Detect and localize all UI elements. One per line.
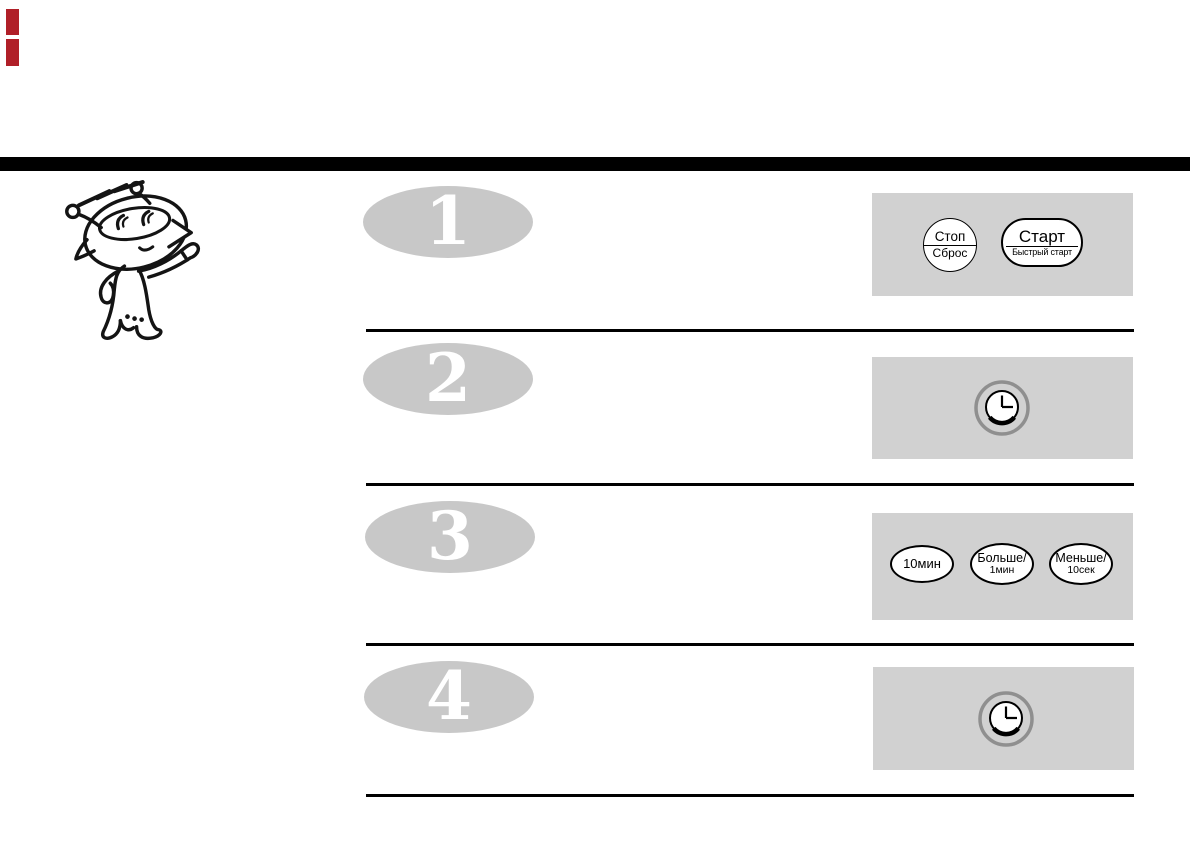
step-4-number: 4 — [364, 661, 534, 733]
corner-scan-mark — [6, 9, 19, 35]
clock-ring-icon — [974, 380, 1030, 436]
more-label: Больше/ — [977, 550, 1027, 565]
step-2-panel — [872, 357, 1133, 459]
start-quick-start-button[interactable]: Старт Быстрый старт — [1001, 218, 1083, 267]
clock-button[interactable] — [971, 377, 1033, 439]
clock-ring-icon — [978, 691, 1034, 747]
one-min-label: 1мин — [989, 564, 1015, 577]
step-1-panel: Стоп Сброс Старт Быстрый старт — [872, 193, 1133, 296]
step-1-number: 1 — [363, 186, 533, 258]
stop-clear-button[interactable]: Стоп Сброс — [923, 218, 977, 272]
step-4-panel — [873, 667, 1134, 770]
header-rule — [0, 157, 1190, 171]
clear-label: Сброс — [932, 246, 968, 261]
clock-hands-icon — [1004, 706, 1017, 720]
robot-mascot-illustration — [65, 180, 201, 341]
step-number-digit: 1 — [425, 182, 471, 260]
less-ten-sec-button[interactable]: Меньше/ 10сек — [1049, 543, 1113, 585]
step-3-separator — [366, 643, 1134, 646]
quick-start-label: Быстрый старт — [1012, 246, 1072, 257]
start-label: Старт — [1018, 226, 1066, 246]
step-number-digit: 2 — [425, 339, 471, 417]
clock-shadow-arc — [991, 726, 1021, 737]
ten-min-label: 10мин — [903, 556, 941, 572]
ten-min-button[interactable]: 10мин — [890, 545, 954, 583]
step-2-number: 2 — [363, 343, 533, 415]
step-number-digit: 4 — [426, 657, 472, 735]
fraction-divider — [924, 245, 976, 247]
step-3-panel: 10мин Больше/ 1мин Меньше/ 10сек — [872, 513, 1133, 620]
lightning-icon — [76, 180, 145, 208]
clock-button[interactable] — [975, 688, 1037, 750]
step-4-separator — [366, 794, 1134, 797]
stop-label: Стоп — [934, 229, 966, 245]
more-one-min-button[interactable]: Больше/ 1мин — [970, 543, 1034, 585]
ten-sec-label: 10сек — [1067, 564, 1095, 577]
less-label: Меньше/ — [1055, 550, 1107, 565]
clock-hands-icon — [1000, 395, 1013, 409]
step-3-number: 3 — [365, 501, 535, 573]
clock-shadow-arc — [987, 415, 1017, 426]
corner-scan-mark — [6, 39, 19, 66]
fraction-divider — [1006, 245, 1078, 247]
step-number-digit: 3 — [427, 497, 473, 575]
step-2-separator — [366, 483, 1134, 486]
antenna-ball-icon — [65, 203, 81, 220]
step-1-separator — [366, 329, 1134, 332]
